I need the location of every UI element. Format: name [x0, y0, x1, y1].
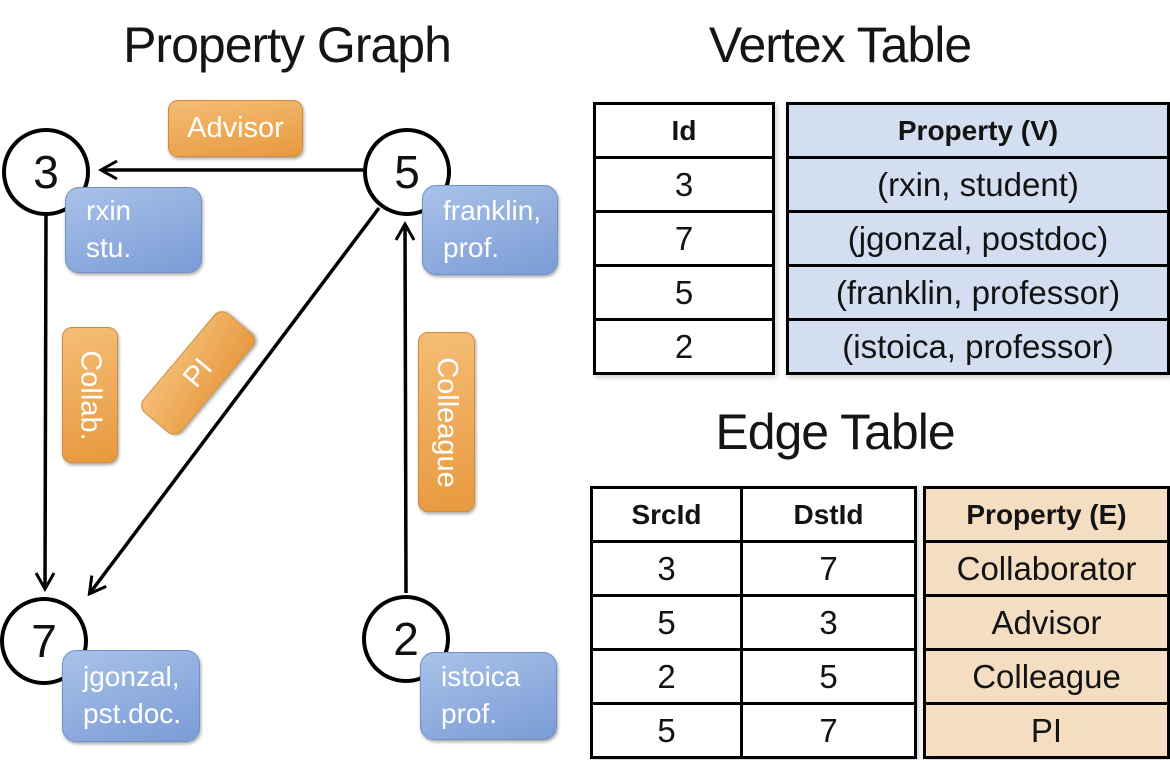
table-row: PI — [926, 702, 1167, 756]
table-row: Colleague — [926, 648, 1167, 702]
table-row: 2 5 — [593, 648, 914, 702]
table-row: (istoica, professor) — [789, 318, 1167, 372]
vertex-id-cell: 5 — [674, 273, 694, 311]
table-row: 2 — [596, 318, 772, 372]
table-row: (franklin, professor) — [789, 264, 1167, 318]
vertex-table-id-column: Id 3 7 5 2 — [593, 102, 775, 375]
edge-property-cell: PI — [1030, 711, 1063, 749]
edge-label-text: PI — [176, 351, 219, 394]
edge-dstid-cell: 5 — [740, 651, 914, 702]
table-row: Collaborator — [926, 540, 1167, 594]
vertex-property-cell: (istoica, professor) — [842, 327, 1114, 365]
edge-dstid-header: DstId — [740, 489, 914, 540]
graph-panel-title: Property Graph — [123, 17, 452, 73]
vertex-table-title: Vertex Table — [708, 17, 972, 73]
edge-property-cell: Collaborator — [956, 549, 1137, 587]
table-row: 5 — [596, 264, 772, 318]
node-property-box-franklin: franklin, prof. — [422, 185, 558, 275]
table-row: Advisor — [926, 594, 1167, 648]
table-row: 3 7 — [593, 540, 914, 594]
vertex-property-header: Property (V) — [897, 114, 1059, 146]
edge-property-cell: Advisor — [991, 603, 1102, 641]
node-id-label: 7 — [31, 615, 57, 667]
edge-table-title: Edge Table — [715, 404, 955, 460]
edge-label-text: Advisor — [187, 112, 284, 144]
graph-node-2: 2 — [362, 595, 450, 683]
table-row: (jgonzal, postdoc) — [789, 210, 1167, 264]
edge-table-id-columns: SrcId DstId 3 7 5 3 2 5 5 7 — [590, 486, 917, 759]
edge-collab-arrow — [34, 213, 56, 593]
edge-srcid-cell: 2 — [657, 657, 676, 695]
edge-dstid-cell: 3 — [740, 597, 914, 648]
edge-label-colleague: Colleague — [418, 332, 475, 512]
edge-srcid-header: SrcId — [631, 498, 702, 530]
node-property-box-rxin: rxin stu. — [65, 187, 202, 273]
node-property-box-istoica: istoica prof. — [420, 652, 557, 740]
vertex-id-header: Id — [671, 114, 697, 146]
edge-label-advisor: Advisor — [168, 100, 303, 157]
edge-dstid-cell: 7 — [740, 705, 914, 756]
table-row: 5 7 — [593, 702, 914, 756]
vertex-id-cell: 2 — [674, 327, 694, 365]
vertex-property-cell: (franklin, professor) — [835, 273, 1121, 311]
table-row: 3 — [596, 156, 772, 210]
node-id-label: 5 — [394, 146, 420, 198]
table-row: 7 — [596, 210, 772, 264]
edge-label-text: Collab. — [74, 349, 107, 441]
edge-label-collab: Collab. — [62, 327, 118, 463]
edge-dstid-cell: 7 — [740, 543, 914, 594]
edge-pi-arrow — [87, 206, 381, 597]
vertex-table-property-column: Property (V) (rxin, student) (jgonzal, p… — [786, 102, 1170, 375]
node-property-box-jgonzal: jgonzal, pst.doc. — [62, 650, 200, 742]
edge-colleague-arrow — [394, 220, 416, 594]
edge-srcid-cell: 5 — [657, 711, 676, 749]
edge-srcid-cell: 3 — [657, 549, 676, 587]
vertex-property-cell: (jgonzal, postdoc) — [847, 219, 1109, 257]
table-row: (rxin, student) — [789, 156, 1167, 210]
vertex-id-cell: 7 — [674, 219, 694, 257]
edge-table-property-column: Property (E) Collaborator Advisor Collea… — [923, 486, 1170, 759]
vertex-id-cell: 3 — [674, 165, 694, 203]
edge-srcid-cell: 5 — [657, 603, 676, 641]
node-id-label: 3 — [33, 146, 59, 198]
edge-property-cell: Colleague — [972, 657, 1121, 695]
vertex-property-cell: (rxin, student) — [877, 165, 1079, 203]
edge-label-text: Colleague — [431, 356, 464, 488]
node-id-label: 2 — [393, 613, 419, 665]
edge-property-header: Property (E) — [966, 498, 1127, 530]
table-row: 5 3 — [593, 594, 914, 648]
